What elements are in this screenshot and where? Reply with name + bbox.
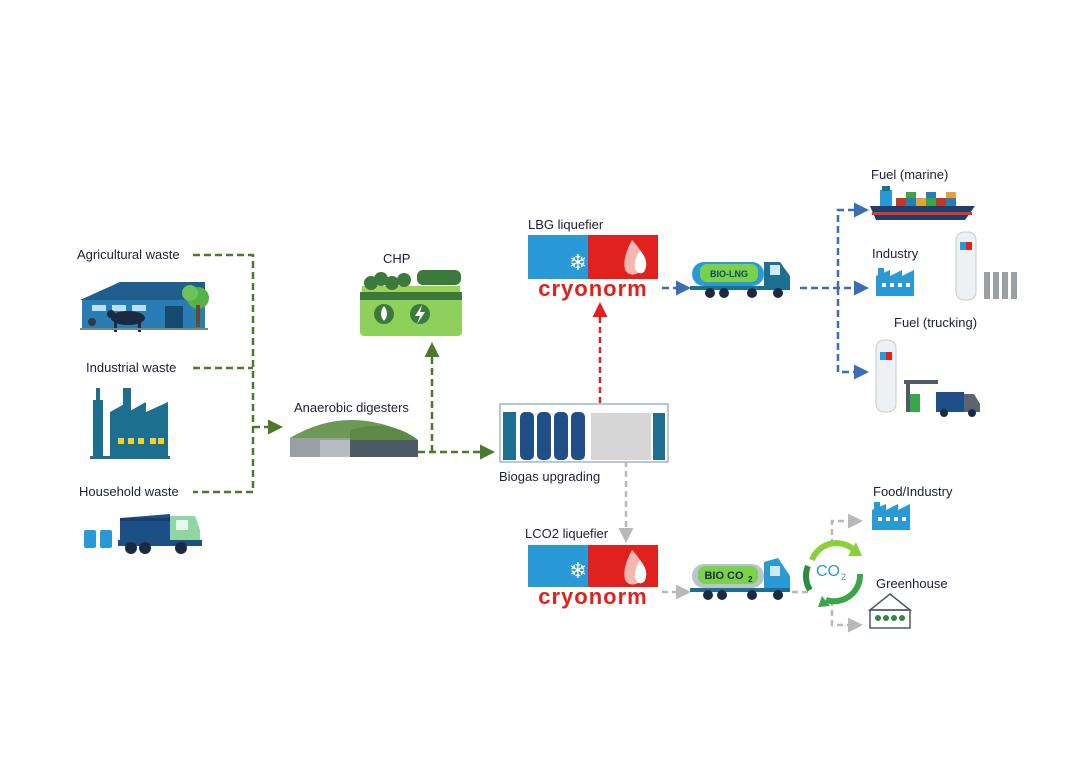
snowflake-icon: ❄ (569, 250, 587, 275)
label-anaerobic-digesters: Anaerobic digesters (294, 400, 409, 415)
label-chp: CHP (383, 251, 411, 266)
snowflake-icon: ❄ (569, 558, 587, 583)
label-industrial-waste: Industrial waste (86, 360, 177, 375)
industry-factory-icon (876, 268, 914, 296)
co2-recycle-icon (803, 540, 864, 607)
lco2-cryonorm-logo: cryonorm (538, 584, 647, 609)
food-industry-factory-icon (872, 502, 910, 530)
label-fuel-marine: Fuel (marine) (871, 167, 949, 182)
barn-icon (80, 282, 209, 332)
bio-lng-truck-label: BIO-LNG (710, 269, 748, 279)
biogas-upgrading-icon (499, 403, 669, 463)
co2-badge-text: CO (816, 563, 840, 580)
chp-icon (360, 270, 462, 336)
greenhouse-icon (867, 593, 913, 629)
fueling-station-icon (875, 339, 980, 417)
co2-badge-sub: 2 (841, 572, 846, 582)
waste-lines (193, 253, 495, 494)
digesters-icon (290, 420, 418, 457)
label-lco2-liquefier: LCO2 liquefier (525, 526, 609, 541)
factory-icon (90, 388, 170, 459)
vaporizer-coils-icon (984, 272, 1017, 299)
bio-co2-truck-label: BIO CO (704, 570, 744, 582)
label-greenhouse: Greenhouse (876, 576, 948, 591)
lbg-cryonorm-logo: cryonorm (538, 276, 647, 301)
garbage-truck-icon (84, 514, 202, 554)
label-industry: Industry (872, 246, 919, 261)
label-lbg-liquefier: LBG liquefier (528, 217, 604, 232)
lng-storage-tank-icon (955, 231, 977, 301)
label-household-waste: Household waste (79, 484, 179, 499)
bio-co2-truck-label-sub: 2 (748, 575, 753, 584)
lco2-cryonorm-unit: ❄ (528, 545, 658, 587)
co2-lines (662, 513, 863, 633)
label-food-industry: Food/Industry (873, 484, 953, 499)
bio-co2-truck-icon (690, 558, 790, 600)
label-biogas-upgrading: Biogas upgrading (499, 469, 601, 484)
bio-lng-truck-icon (690, 262, 790, 298)
container-ship-icon (870, 186, 975, 220)
label-agricultural-waste: Agricultural waste (77, 247, 180, 262)
label-fuel-trucking: Fuel (trucking) (894, 315, 978, 330)
lbg-cryonorm-unit: ❄ (528, 235, 658, 279)
lng-lines (662, 202, 869, 380)
